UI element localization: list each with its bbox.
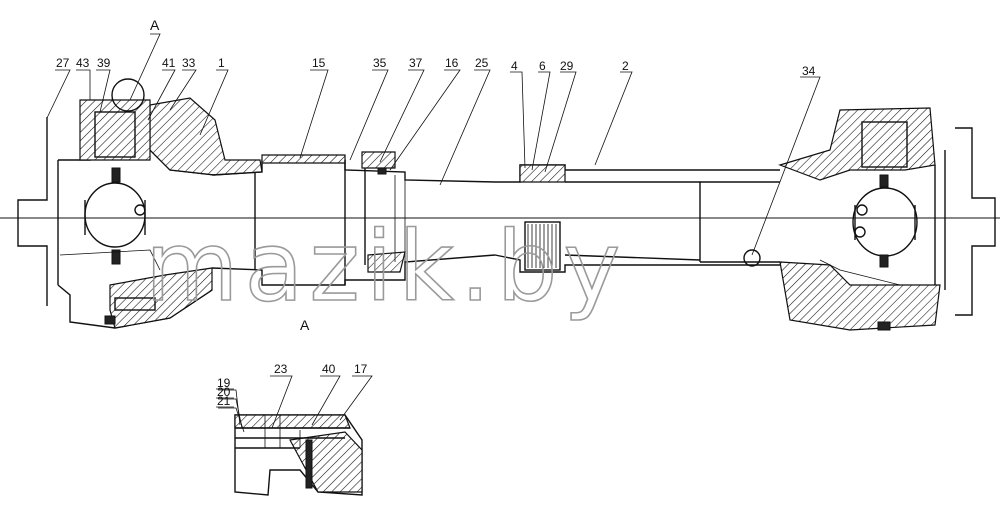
callout-43: 43	[76, 56, 90, 70]
callout-21: 21	[217, 394, 231, 408]
callout-6: 6	[539, 59, 546, 73]
left-flange-yoke	[17, 78, 263, 329]
callout-35: 35	[373, 56, 387, 70]
callout-40: 40	[322, 362, 336, 376]
detail-view-a	[218, 375, 373, 496]
callout-19: 19	[217, 376, 231, 390]
view-label-a-bottom: A	[300, 317, 310, 333]
callout-25: 25	[475, 56, 489, 70]
callout-27: 27	[56, 56, 70, 70]
spline-sleeve	[211, 151, 496, 286]
callout-4: 4	[511, 59, 518, 73]
callout-1: 1	[218, 56, 225, 70]
detail-label-underlines	[216, 388, 234, 408]
callout-39: 39	[97, 56, 111, 70]
callout-41: 41	[162, 56, 176, 70]
callout-15: 15	[312, 56, 326, 70]
leader-lines	[46, 33, 821, 256]
watermark-text: mazik.by	[145, 211, 626, 323]
callout-16: 16	[445, 56, 459, 70]
view-label-a-top: A	[150, 17, 160, 33]
callout-33: 33	[182, 56, 196, 70]
callout-34: 34	[802, 64, 816, 78]
callout-20: 20	[217, 385, 231, 399]
callout-17: 17	[354, 362, 368, 376]
central-shaft	[494, 164, 780, 273]
callout-23: 23	[274, 362, 288, 376]
callout-2: 2	[622, 59, 629, 73]
callout-29: 29	[560, 59, 574, 73]
right-flange-yoke	[778, 107, 996, 331]
callout-37: 37	[409, 56, 423, 70]
